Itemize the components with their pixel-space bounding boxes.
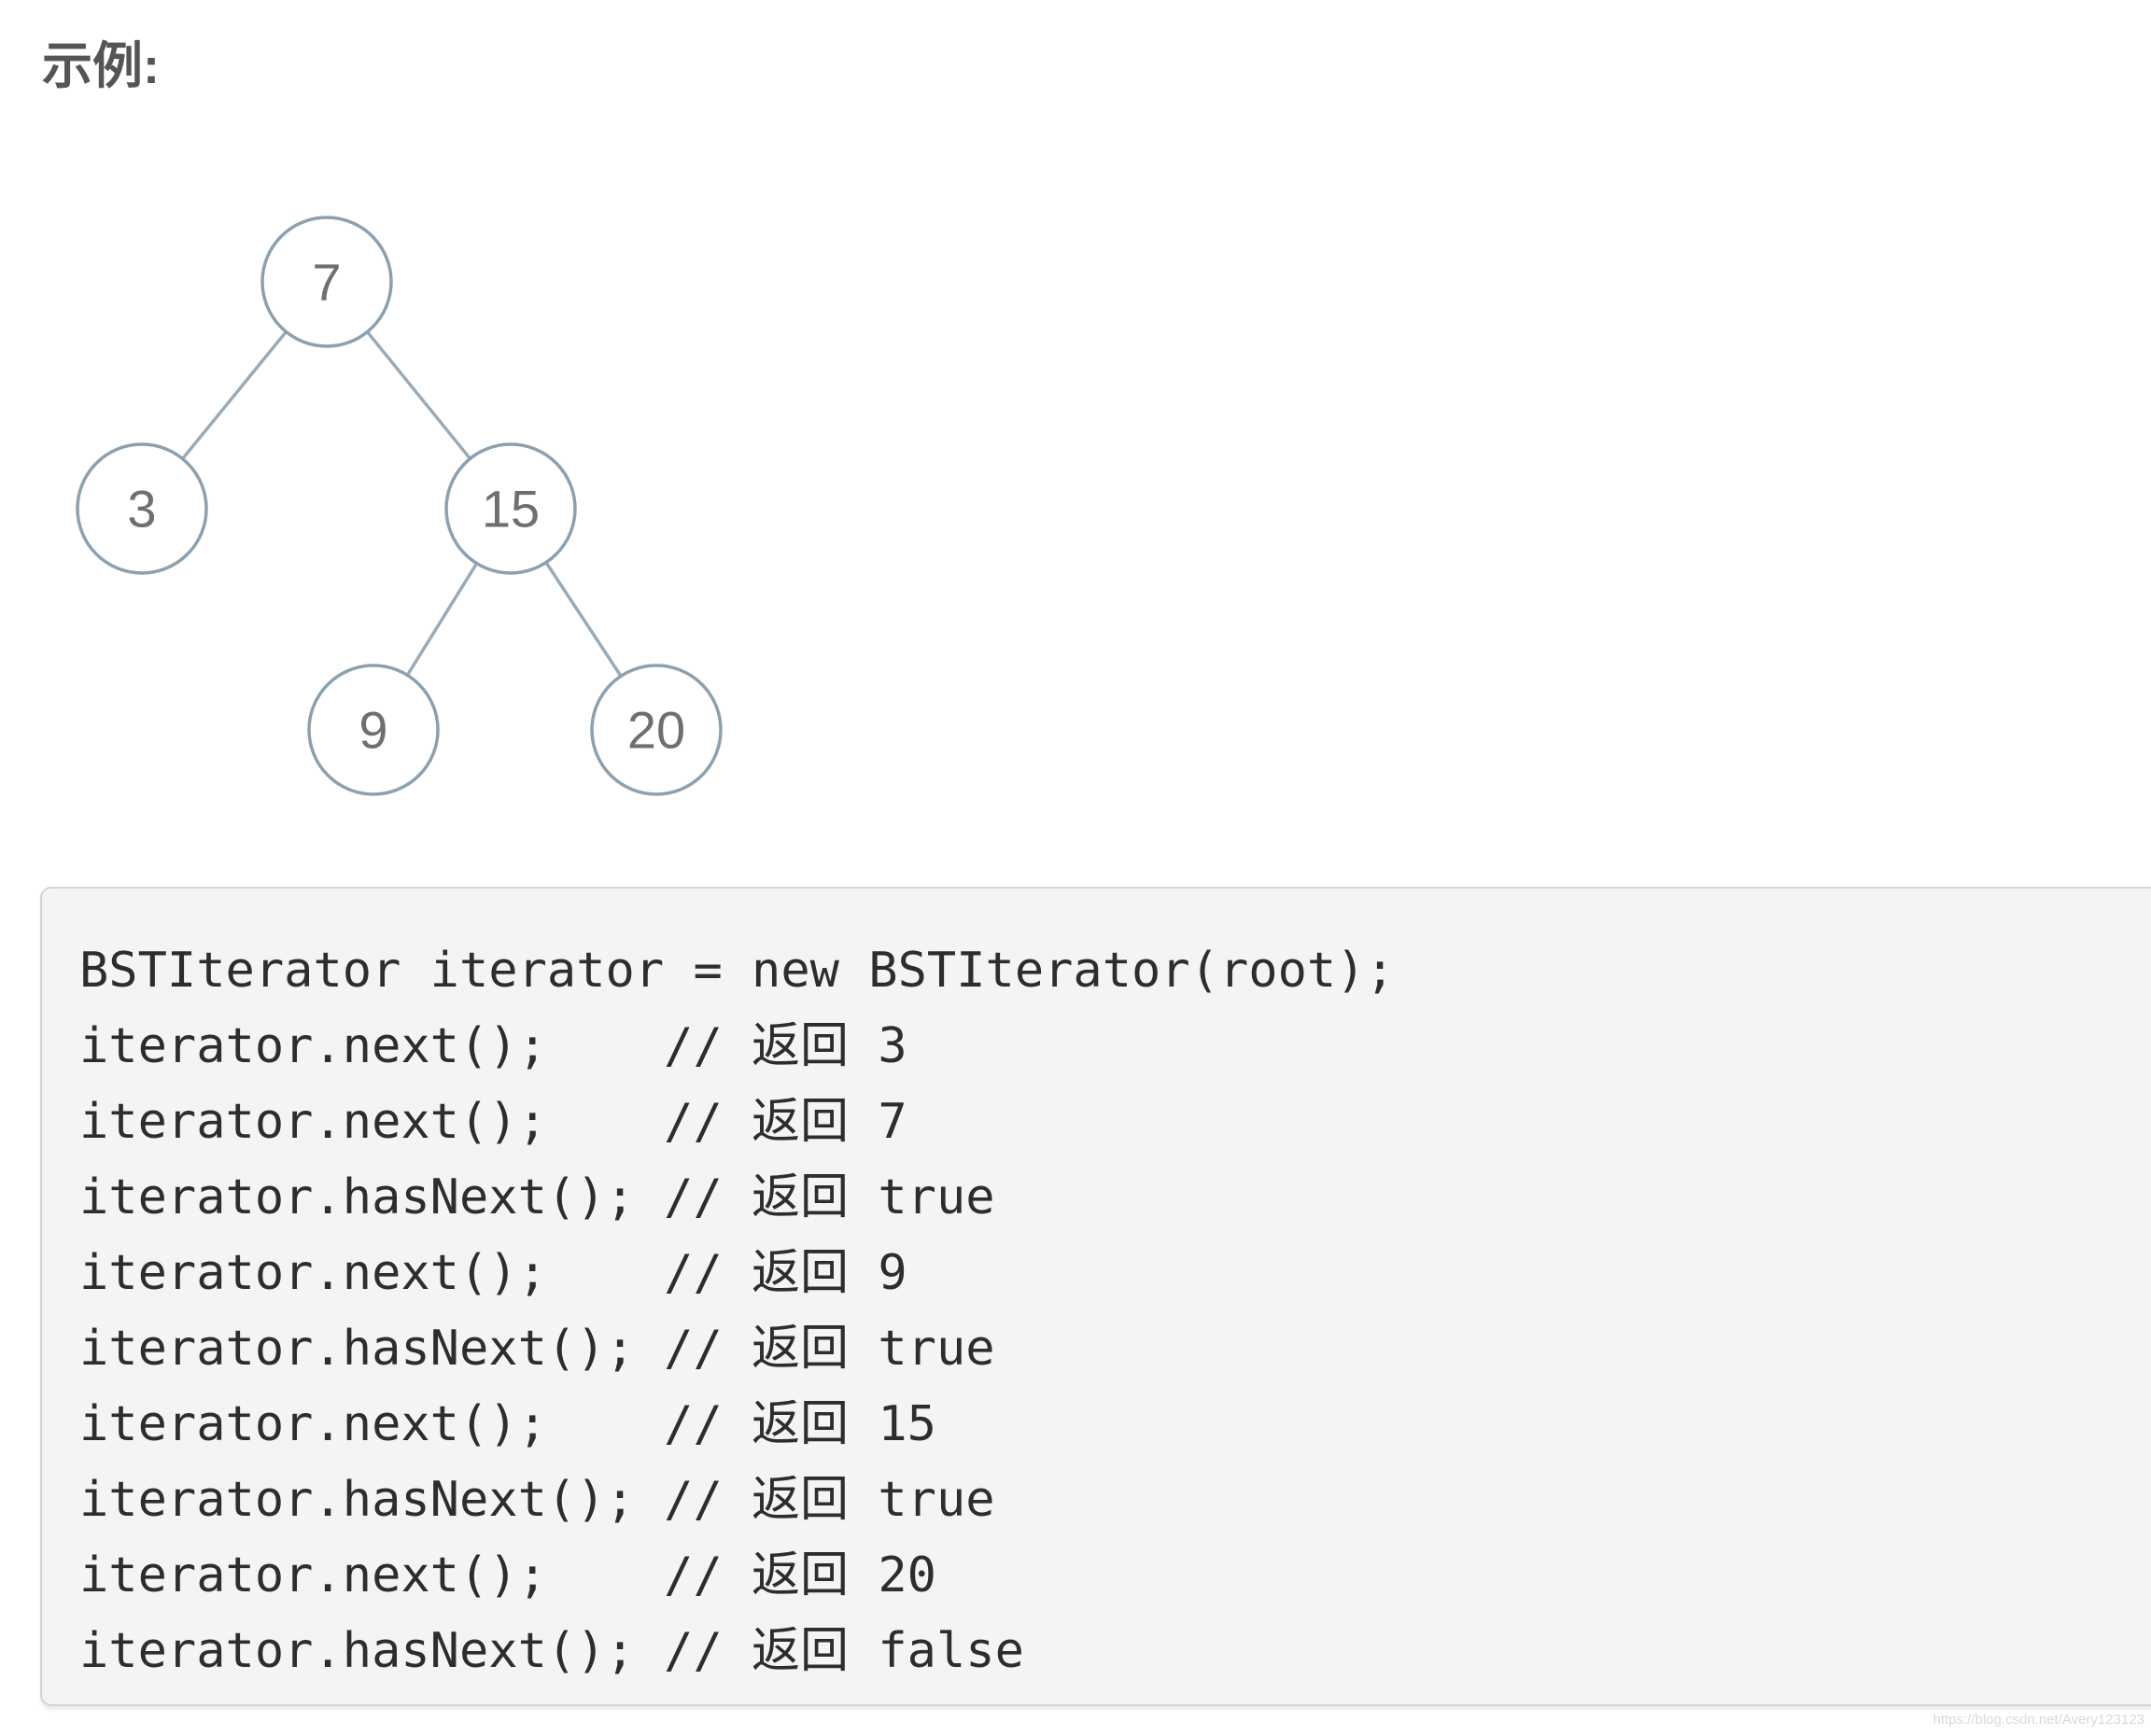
tree-node-7: 7 [260,216,393,348]
tree-node-circle [260,216,393,348]
tree-node-15: 15 [444,442,577,575]
code-line: iterator.hasNext(); // 返回 true [79,1472,995,1528]
tree-node-label: 9 [358,701,387,760]
code-line: iterator.next(); // 返回 9 [79,1245,907,1301]
code-line: iterator.hasNext(); // 返回 false [79,1623,1024,1679]
bst-tree-diagram: 7 3 15 9 20 [76,216,723,796]
code-line: BSTIterator iterator = new BSTIterator(r… [79,943,1395,999]
tree-node-circle [307,664,440,796]
code-line: iterator.hasNext(); // 返回 true [79,1169,995,1225]
example-heading: 示例: [42,38,160,94]
watermark-text: https://blog.csdn.net/Avery123123 [1933,1712,2144,1728]
tree-node-label: 20 [627,701,685,760]
tree-node-circle [590,664,723,796]
tree-node-label: 15 [482,480,540,539]
tree-node-label: 7 [312,253,341,312]
code-line: iterator.next(); // 返回 15 [79,1396,936,1452]
code-line: iterator.next(); // 返回 7 [79,1094,907,1150]
code-block: BSTIterator iterator = new BSTIterator(r… [40,887,2151,1706]
code-line: iterator.next(); // 返回 20 [79,1547,936,1603]
code-line: iterator.hasNext(); // 返回 true [79,1321,995,1377]
code-line: iterator.next(); // 返回 3 [79,1018,907,1074]
tree-node-label: 3 [127,480,156,539]
tree-node-20: 20 [590,664,723,796]
tree-node-3: 3 [76,442,208,575]
tree-node-circle [76,442,208,575]
tree-node-9: 9 [307,664,440,796]
tree-node-circle [444,442,577,575]
